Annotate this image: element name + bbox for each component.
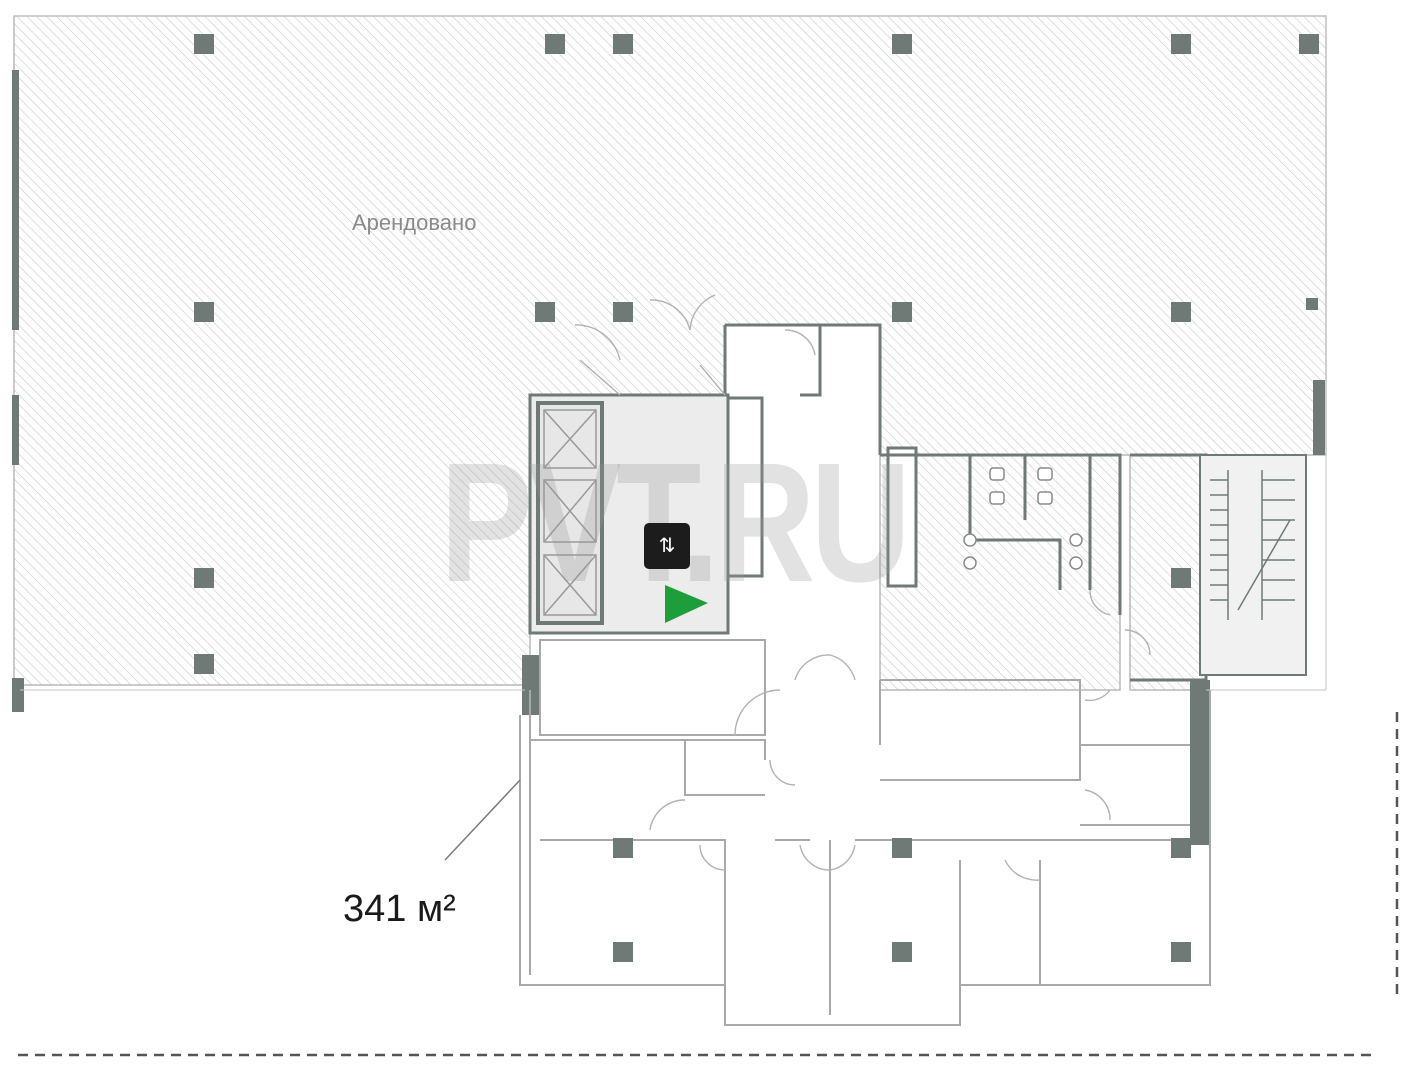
office-outline: [519, 639, 1211, 1026]
door-swings: [574, 294, 1151, 881]
area-leader-line: [444, 779, 521, 861]
office-area-label: 341 м²: [343, 888, 456, 930]
columns: [194, 34, 1319, 962]
edge-ticks: [14, 15, 1327, 691]
toilet-fixtures: [963, 467, 1083, 570]
rented-area-label: Арендовано: [352, 210, 477, 235]
outer-walls: [12, 70, 1325, 845]
shaft-blocks: [726, 396, 918, 588]
staircase: [1199, 454, 1307, 676]
position-marker-icon: [665, 585, 708, 623]
lift-icon: ⇅: [644, 523, 690, 569]
lift-shafts: [543, 409, 597, 616]
